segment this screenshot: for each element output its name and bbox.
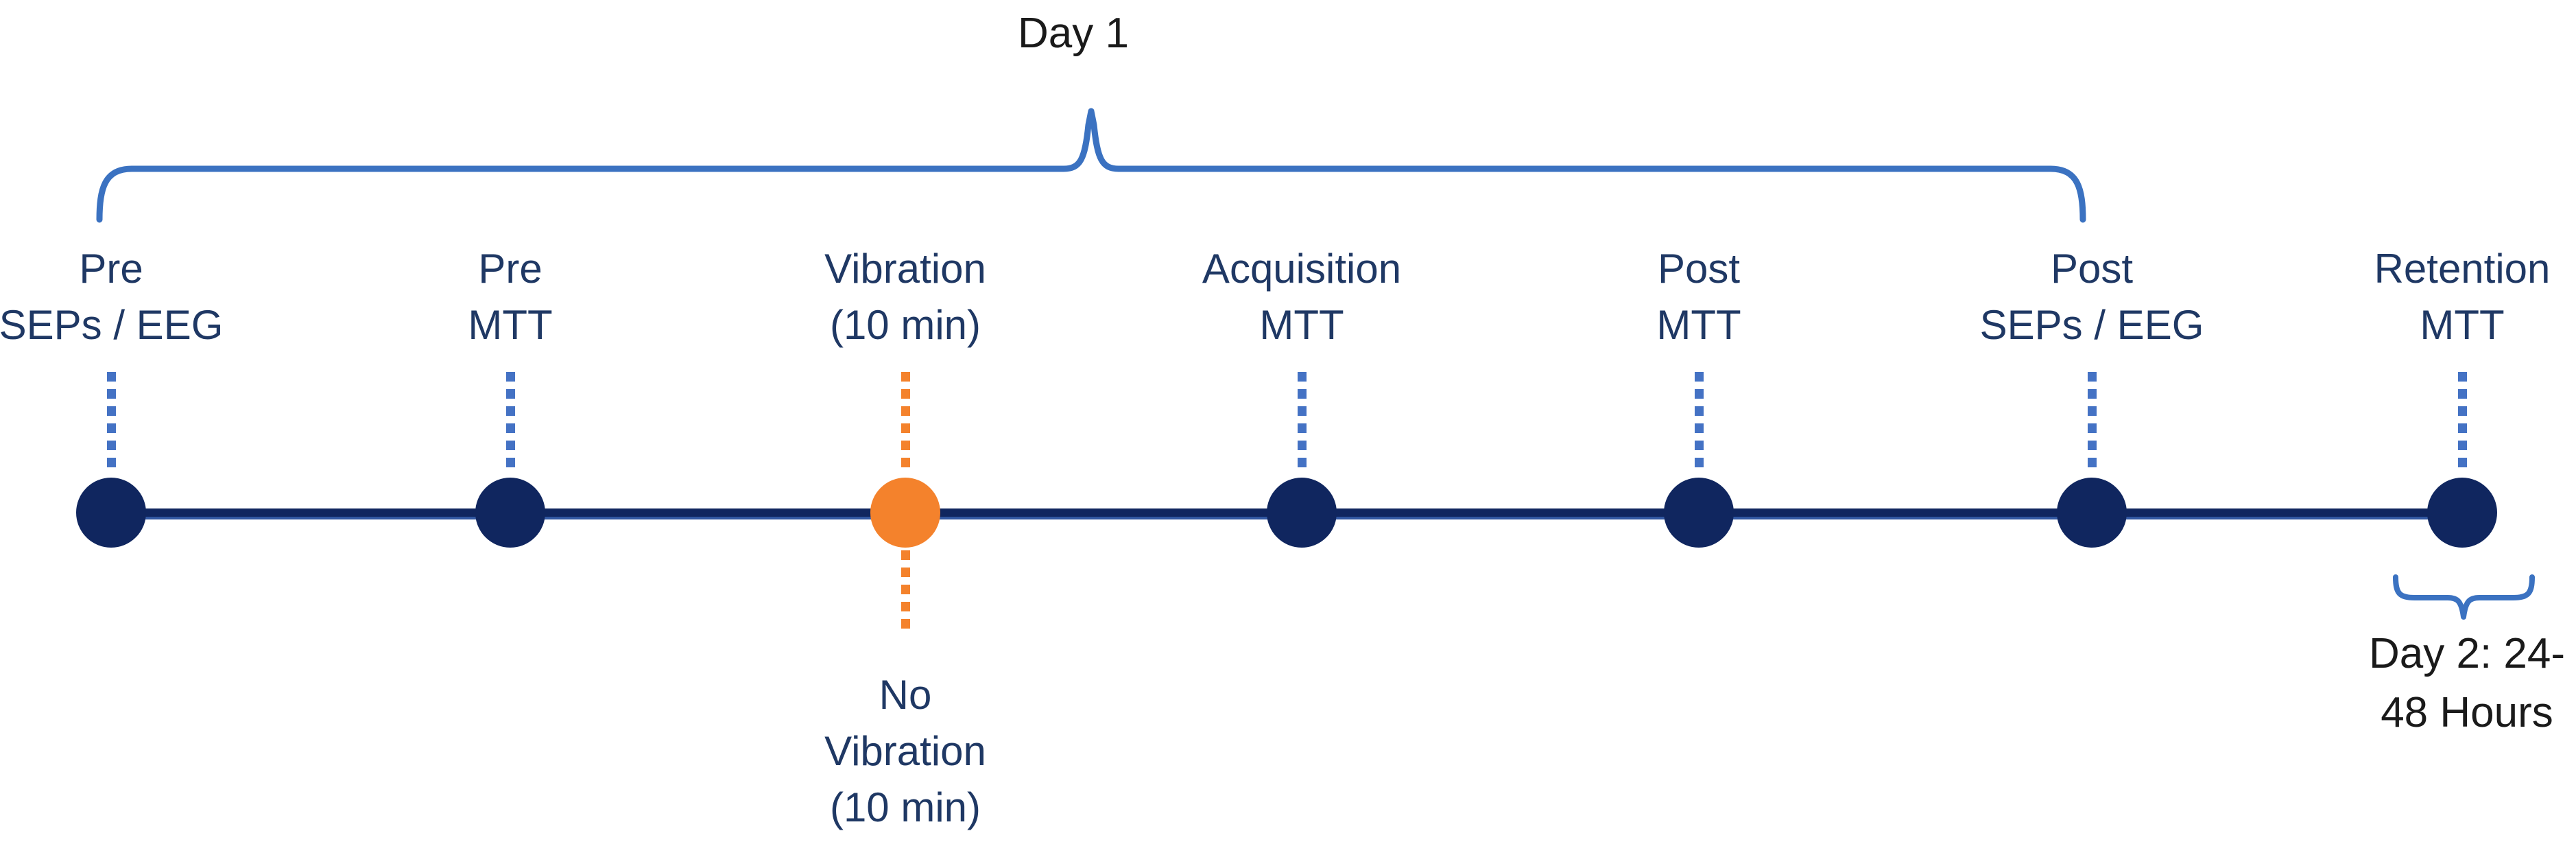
timeline-dot [2057,478,2127,548]
node-label-line1: Post [2050,246,2134,292]
day2-label-line1: Day 2: 24- [2368,630,2566,677]
timeline-dot-orange [870,478,940,548]
node-label: Retention MTT [2374,241,2551,353]
node-label-line2: MTT [1656,302,1741,348]
dotted-connector [1298,372,1307,475]
day2-label: Day 2: 24- 48 Hours [2369,624,2565,742]
day1-brace [96,108,2086,223]
no-vibration-label: No Vibration (10 min) [824,667,986,836]
day2-label-line2: 48 Hours [2381,689,2553,736]
node-label-line2: SEPs / EEG [1979,302,2204,348]
dotted-connector-orange-top [901,372,910,475]
dotted-connector [506,372,515,475]
timeline-dot [1664,478,1734,548]
timeline-dot [1267,478,1337,548]
timeline-dot [76,478,146,548]
dotted-connector [2458,372,2467,475]
no-vibration-line1: No [879,672,932,718]
node-label: Pre SEPs / EEG [0,241,223,353]
day1-label: Day 1 [1018,10,1129,57]
no-vibration-line2: Vibration [824,728,986,774]
node-label-line1: Vibration [824,246,986,292]
node-label-line2: MTT [2420,302,2505,348]
timeline-dot [2427,478,2497,548]
node-label: Acquisition MTT [1202,241,1401,353]
dotted-connector [1695,372,1704,475]
node-label: Pre MTT [468,241,552,353]
node-label: Vibration (10 min) [824,241,986,353]
dotted-connector [107,372,116,475]
no-vibration-line3: (10 min) [829,784,981,830]
node-label: Post SEPs / EEG [1980,241,2204,353]
node-label-line1: Pre [79,246,143,292]
day2-brace [2393,574,2535,620]
node-label-line2: SEPs / EEG [0,302,224,348]
node-label-line1: Acquisition [1202,246,1402,292]
dotted-connector-orange-bottom [901,550,910,634]
node-label-line2: MTT [1259,302,1344,348]
node-label-line1: Post [1657,246,1741,292]
timeline-dot [475,478,545,548]
node-label-line1: Pre [478,246,542,292]
node-label-line2: MTT [468,302,553,348]
node-label-line1: Retention [2374,246,2551,292]
dotted-connector [2088,372,2097,475]
node-label: Post MTT [1656,241,1741,353]
node-label-line2: (10 min) [829,302,981,348]
